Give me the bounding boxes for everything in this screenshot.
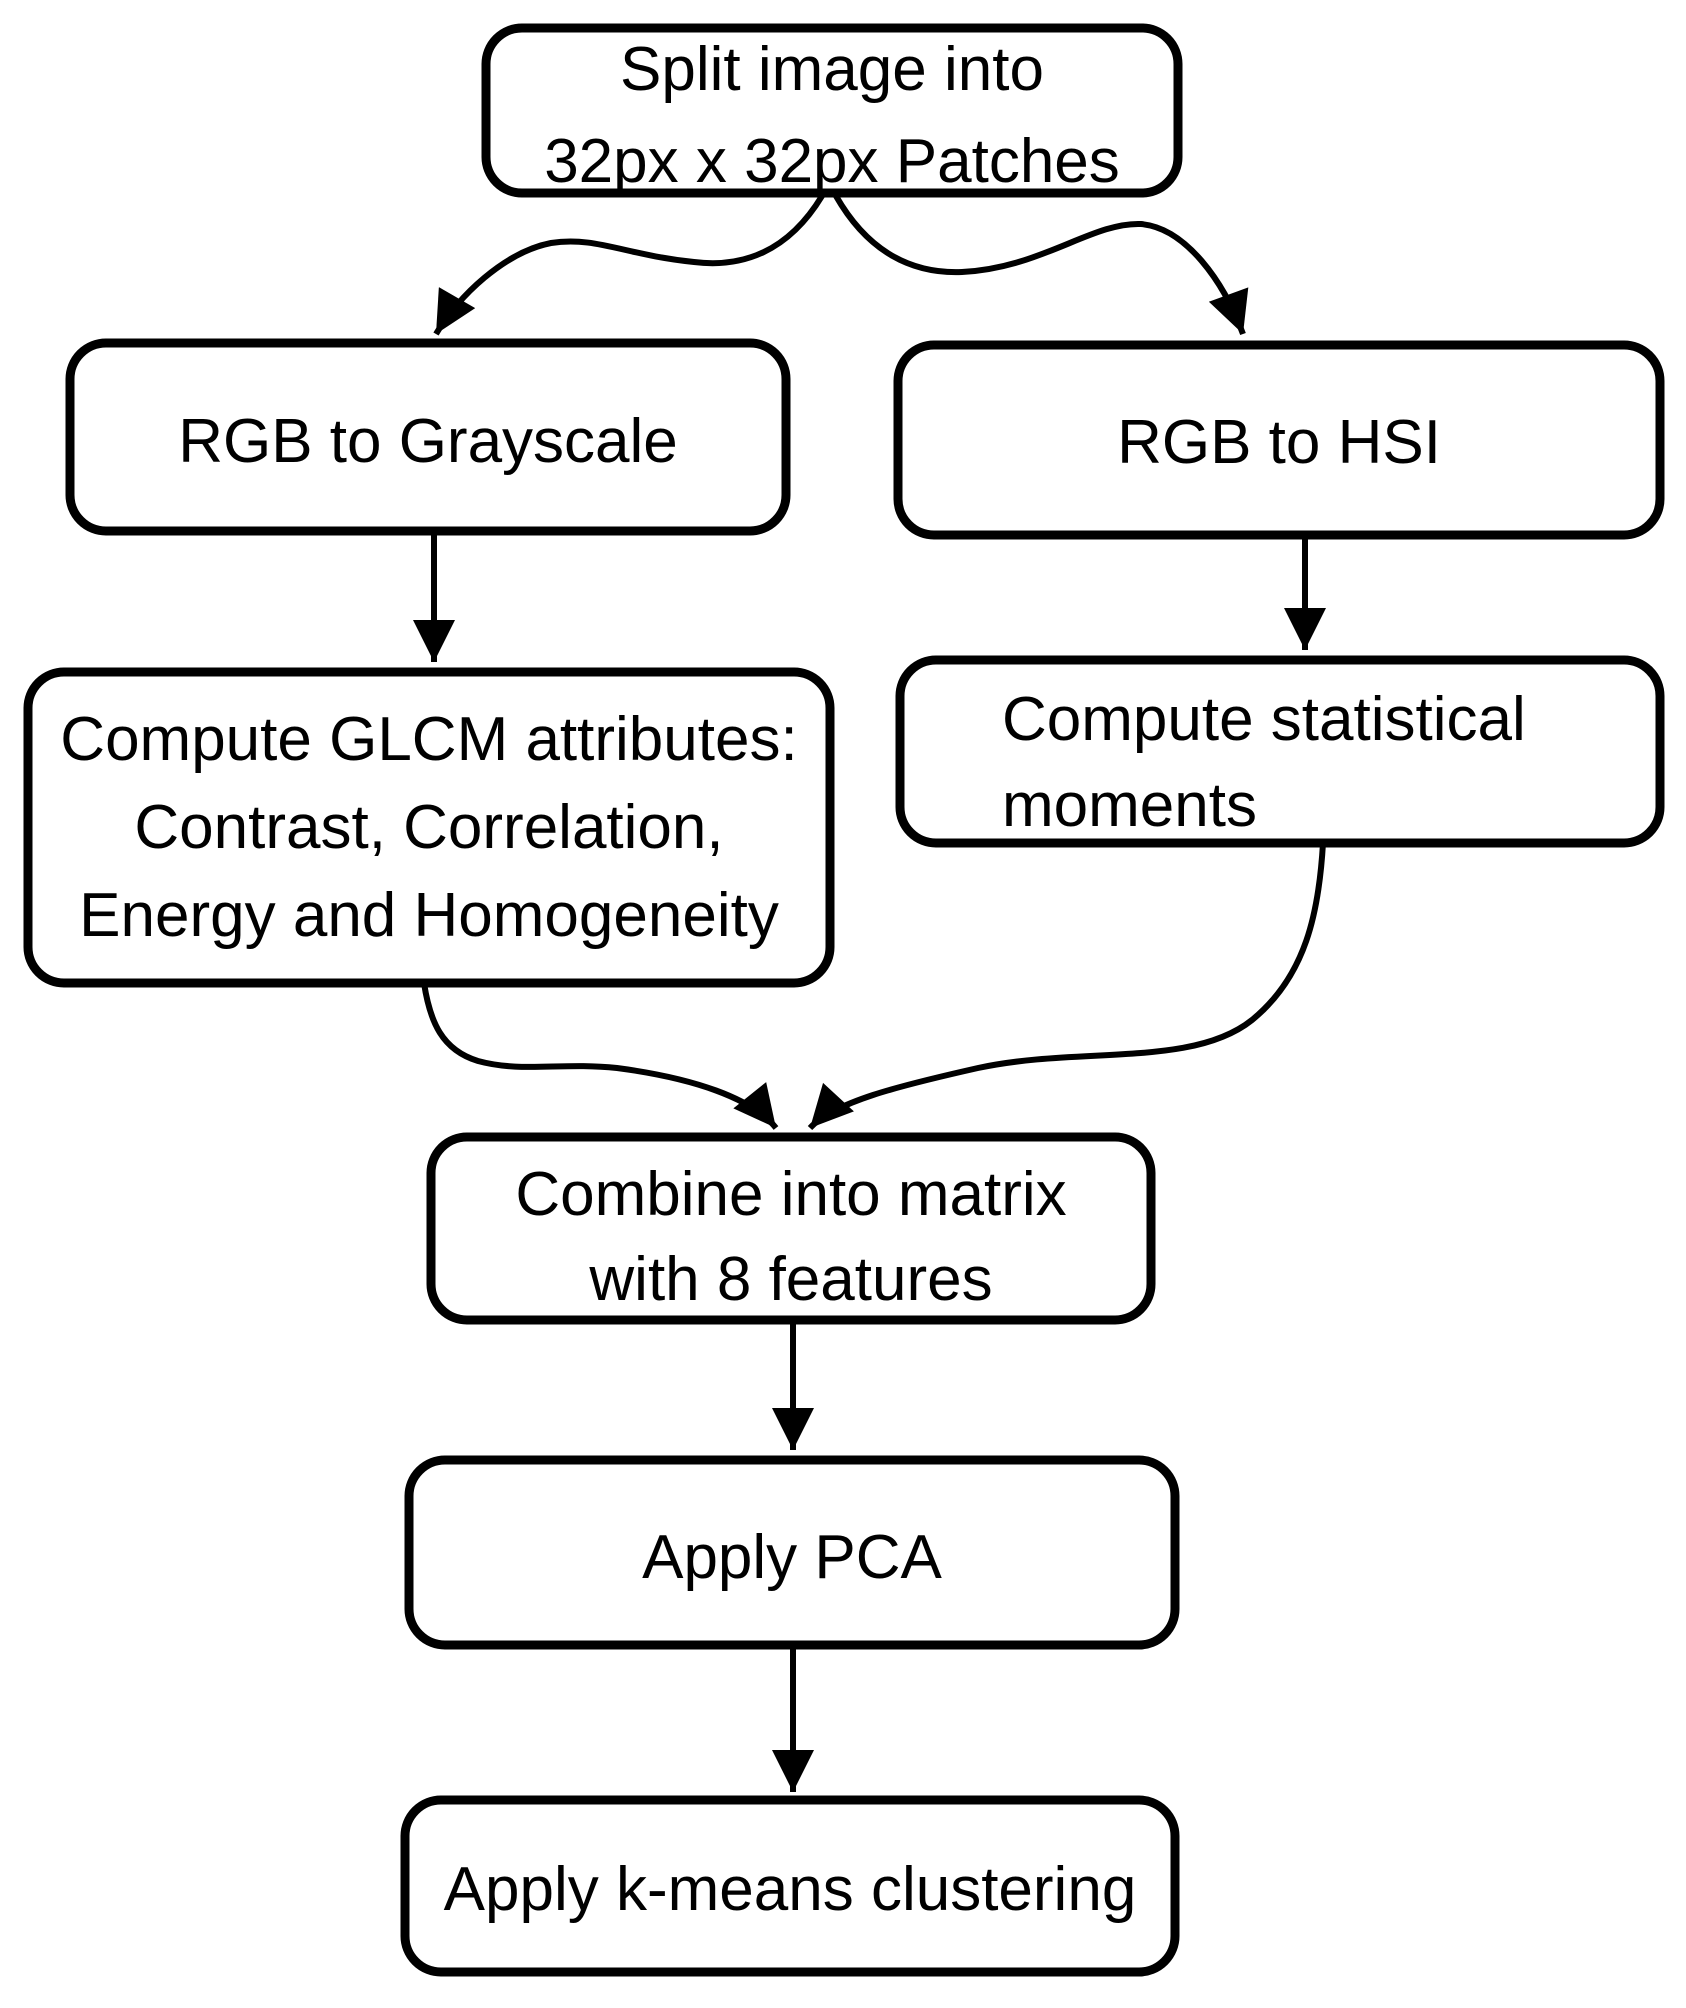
- node-rgb-to-grayscale-box: [65, 338, 791, 536]
- node-combine-matrix-label-line-2: with 8 features: [588, 1245, 992, 1314]
- edge-moments-to-combine: [807, 842, 1326, 1131]
- edge-glcm-to-combine: [421, 982, 779, 1130]
- node-rgb-to-hsi-box: [893, 340, 1665, 540]
- node-rgb-to-grayscale-label: RGB to Grayscale: [178, 407, 678, 476]
- node-rgb-to-hsi-label: RGB to HSI: [1117, 408, 1441, 477]
- node-combine-matrix-label-line-1: Combine into matrix: [515, 1160, 1066, 1229]
- node-split-image-box: [481, 23, 1183, 198]
- node-apply-pca: Apply PCA: [404, 1455, 1180, 1650]
- node-apply-kmeans-label: Apply k-means clustering: [444, 1855, 1137, 1924]
- node-split-image-label-line-2: 32px x 32px Patches: [544, 127, 1120, 196]
- node-compute-glcm-label-line-3: Energy and Homogeneity: [79, 881, 779, 950]
- node-apply-pca-label: Apply PCA: [642, 1523, 942, 1592]
- node-compute-glcm: Compute GLCM attributes: Contrast, Corre…: [23, 667, 835, 988]
- node-apply-kmeans-box: [400, 1795, 1180, 1977]
- node-compute-statistical-moments-label-line-1: Compute statistical: [1002, 685, 1526, 754]
- edge-split-to-hsi: [833, 194, 1249, 336]
- node-compute-statistical-moments-box: [895, 655, 1665, 848]
- node-compute-statistical-moments: Compute statistical moments: [895, 655, 1665, 848]
- node-compute-glcm-box: [23, 667, 835, 988]
- node-compute-glcm-label-line-1: Compute GLCM attributes:: [60, 705, 797, 774]
- node-split-image-label-line-1: Split image into: [620, 35, 1044, 104]
- node-apply-kmeans: Apply k-means clustering: [400, 1795, 1180, 1977]
- node-compute-statistical-moments-label-line-2: moments: [1002, 771, 1257, 840]
- edge-split-to-grayscale: [433, 194, 825, 336]
- node-split-image: Split image into 32px x 32px Patches: [481, 23, 1183, 198]
- node-combine-matrix: Combine into matrix with 8 features: [426, 1132, 1156, 1325]
- node-compute-glcm-label-line-2: Contrast, Correlation,: [134, 793, 723, 862]
- node-rgb-to-grayscale: RGB to Grayscale: [65, 338, 791, 536]
- node-rgb-to-hsi: RGB to HSI: [893, 340, 1665, 540]
